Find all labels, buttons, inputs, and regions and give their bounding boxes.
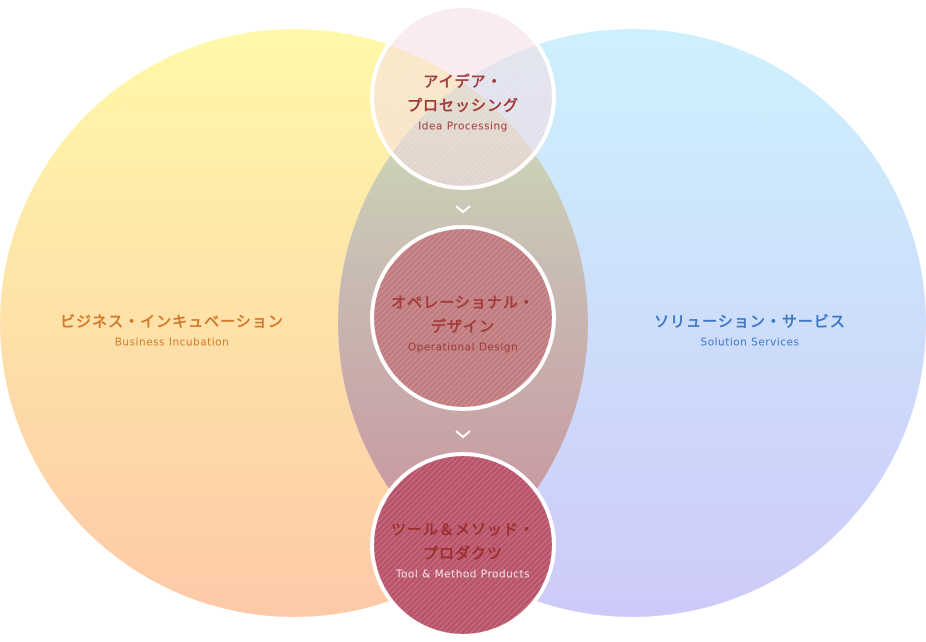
tool-method-products-label: ツール＆メソッド・ プロダクツ Tool & Method Products (391, 518, 535, 583)
operational-design-label: オペレーショナル・ デザイン Operational Design (391, 291, 535, 356)
idea-processing-subtitle: Idea Processing (418, 120, 508, 133)
idea-processing-label: アイデア・ プロセッシング Idea Processing (407, 70, 519, 135)
arrow-down-2 (455, 430, 471, 439)
business-incubation-subtitle: Business Incubation (114, 336, 230, 349)
solution-services-subtitle: Solution Services (700, 336, 800, 349)
tool-method-products-title-line2: プロダクツ (422, 544, 504, 563)
operational-design-node[interactable] (370, 225, 556, 411)
idea-processing-node[interactable] (370, 4, 556, 190)
solution-services-label: ソリューション・サービス Solution Services (654, 310, 846, 351)
operational-design-title-line2: デザイン (430, 317, 496, 336)
operational-design-title-line1: オペレーショナル・ (391, 293, 535, 312)
arrow-down-1 (455, 205, 471, 214)
operational-design-subtitle: Operational Design (407, 341, 519, 354)
business-incubation-label: ビジネス・インキュベーション Business Incubation (60, 310, 284, 351)
tool-method-products-title-line1: ツール＆メソッド・ (390, 520, 536, 539)
solution-services-title: ソリューション・サービス (654, 312, 846, 331)
tool-method-products-node[interactable] (370, 452, 556, 638)
idea-processing-title-line1: アイデア・ (423, 72, 503, 91)
tool-method-products-subtitle: Tool & Method Products (395, 568, 531, 581)
business-incubation-title: ビジネス・インキュベーション (60, 312, 284, 331)
idea-processing-title-line2: プロセッシング (406, 96, 520, 115)
